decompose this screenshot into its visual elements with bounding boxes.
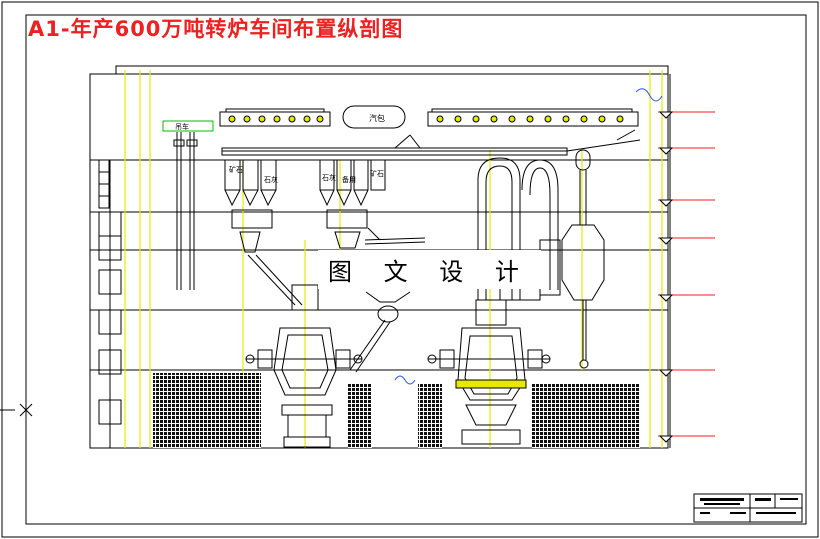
bunker-label-lime: 石灰 bbox=[264, 175, 278, 184]
watermark-text: 图 文 设 计 bbox=[318, 250, 541, 289]
crane-cab-label: 吊车 bbox=[175, 122, 189, 131]
bunker-group-left bbox=[224, 159, 277, 253]
inclined-conveyor bbox=[364, 227, 426, 245]
break-lines bbox=[394, 88, 663, 385]
title-block bbox=[693, 493, 803, 523]
bunker-label-ore-2: 矿石 bbox=[370, 169, 384, 178]
crane-girders bbox=[219, 108, 639, 127]
bunker-label-ore: 矿石 bbox=[229, 165, 243, 174]
steam-drum bbox=[342, 105, 406, 129]
crane-cab bbox=[162, 120, 214, 132]
foundation-blocks bbox=[153, 373, 640, 448]
gas-flue bbox=[477, 157, 561, 301]
converter-left bbox=[245, 284, 363, 448]
bunker-group-middle bbox=[319, 159, 386, 249]
elevation-marks bbox=[658, 111, 715, 437]
crane-wheels bbox=[228, 115, 624, 123]
title-block-fill bbox=[700, 498, 798, 514]
elevation-triangles bbox=[658, 111, 674, 443]
steam-drum-label: 汽包 bbox=[369, 113, 385, 123]
bunker-label-lime-2: 石灰 bbox=[322, 173, 336, 182]
bunker-label-spare: 备用 bbox=[342, 175, 356, 184]
inner-border bbox=[25, 14, 807, 525]
cross-marker-icon bbox=[0, 403, 33, 417]
left-stair-elements bbox=[98, 159, 122, 448]
drawing-title: A1-年产600万吨转炉车间布置纵剖图 bbox=[28, 17, 404, 41]
feed-chutes bbox=[247, 254, 411, 373]
hanging-rods bbox=[173, 132, 198, 290]
dust-separator bbox=[561, 149, 605, 369]
main-conveyor bbox=[221, 129, 641, 156]
converter-right bbox=[427, 299, 551, 445]
